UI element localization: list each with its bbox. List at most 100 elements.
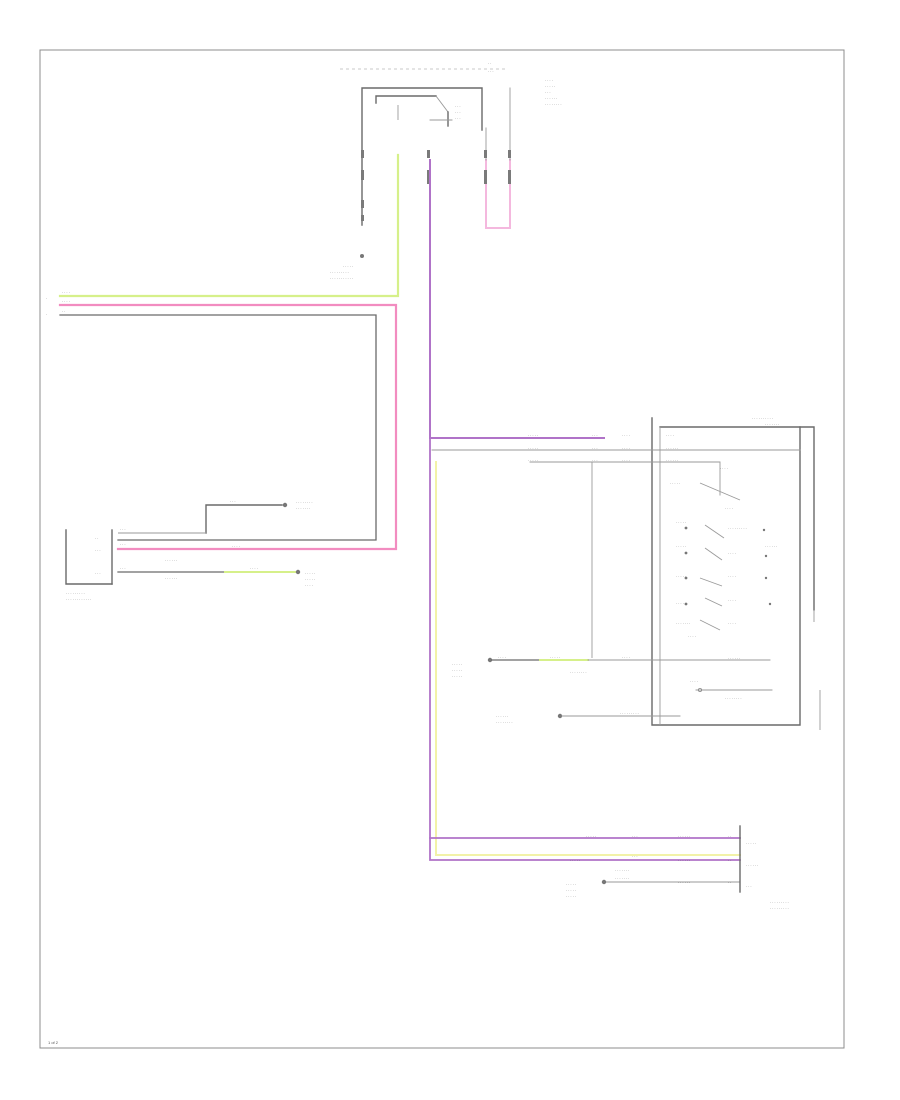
svg-text:· · · · · ·: · · · · · · bbox=[728, 657, 740, 661]
svg-text:· · · · ·: · · · · · bbox=[550, 656, 560, 660]
svg-text:· · ·: · · · bbox=[592, 434, 598, 438]
svg-text:· · ·: · · · bbox=[455, 117, 461, 121]
svg-text:· · · ·: · · · · bbox=[232, 545, 240, 549]
svg-text:· · · · · · ·: · · · · · · · bbox=[676, 622, 690, 626]
bottom-right-module: · · · · · · · · · · · · · · · · · · · · … bbox=[429, 461, 789, 911]
svg-text:· · · ·: · · · · bbox=[690, 680, 698, 684]
svg-text:· · · · ·: · · · · · bbox=[570, 859, 580, 863]
svg-text:· ·: · · bbox=[62, 310, 65, 314]
svg-text:· · ·: · · · bbox=[120, 543, 126, 547]
svg-text:· · ·: · · · bbox=[230, 500, 236, 504]
svg-text:· ·: · · bbox=[728, 881, 731, 885]
svg-text:· · · ·: · · · · bbox=[720, 467, 728, 471]
svg-text:· · · ·: · · · · bbox=[622, 434, 630, 438]
svg-text:· · · · · ·: · · · · · · bbox=[678, 835, 690, 839]
svg-text:· · · · ·: · · · · · bbox=[670, 482, 680, 486]
svg-text:· · · ·: · · · · bbox=[688, 635, 696, 639]
svg-text:· · · ·: · · · · bbox=[622, 459, 630, 463]
wire-pink bbox=[58, 303, 398, 551]
svg-text:· · · · · ·: · · · · · · bbox=[666, 459, 678, 463]
svg-text:· · · · · · ·: · · · · · · · bbox=[765, 423, 779, 427]
svg-text:· · · ·: · · · · bbox=[728, 622, 736, 626]
svg-text:· ·: · · bbox=[488, 62, 491, 66]
svg-text:· · · · · · · ·: · · · · · · · · bbox=[570, 671, 587, 675]
svg-text:· · · · · ·: · · · · · · bbox=[165, 577, 177, 581]
svg-text:· · ·: · · · bbox=[746, 885, 752, 889]
svg-text:· · ·: · · · bbox=[455, 111, 461, 115]
svg-text:· · · · · · · · · · · ·: · · · · · · · · · · · · bbox=[66, 598, 91, 602]
mid-right-grounds: · · · · · · · · · · · · · · · · · · · · … bbox=[452, 656, 681, 725]
svg-text:· · · · ·: · · · · · bbox=[528, 447, 538, 451]
svg-text:· · · · · · · · · ·: · · · · · · · · · · bbox=[752, 417, 773, 421]
svg-text:· · · · · · · · ·: · · · · · · · · · bbox=[728, 527, 747, 531]
svg-text:· · · ·: · · · · bbox=[622, 656, 630, 660]
svg-text:· · · · · · · · ·: · · · · · · · · · bbox=[330, 271, 349, 275]
svg-text:· · ·: · · · bbox=[488, 70, 494, 74]
svg-text:· · · ·: · · · · bbox=[728, 575, 736, 579]
svg-text:· · · · · ·: · · · · · · bbox=[165, 559, 177, 563]
top-switch-assembly: · · · · · · · · · · · · · · · · · · · · … bbox=[330, 62, 562, 281]
svg-text:· · · ·: · · · · bbox=[728, 552, 736, 556]
svg-text:· · · ·: · · · · bbox=[498, 656, 506, 660]
svg-text:· · · · · · · · ·: · · · · · · · · · bbox=[770, 901, 789, 905]
svg-text:· · · ·: · · · · bbox=[676, 602, 684, 606]
svg-text:· · · · ·: · · · · · bbox=[452, 669, 462, 673]
svg-text:· · ·: · · · bbox=[120, 528, 126, 532]
svg-text:· · · · · · ·: · · · · · · · bbox=[296, 507, 310, 511]
svg-text:· · · · · · · · ·: · · · · · · · · · bbox=[770, 907, 789, 911]
wire-violet bbox=[429, 159, 605, 439]
svg-text:· · · · · · · ·: · · · · · · · · bbox=[545, 103, 562, 107]
svg-text:· · · · · ·: · · · · · · bbox=[545, 97, 557, 101]
svg-text:· · · ·: · · · · bbox=[305, 584, 313, 588]
svg-text:· · · · · · ·: · · · · · · · bbox=[615, 869, 629, 873]
svg-text:· · · · · · · · ·: · · · · · · · · · bbox=[620, 712, 639, 716]
svg-text:· · · · · · · · ·: · · · · · · · · · bbox=[66, 592, 85, 596]
svg-text:· · ·: · · · bbox=[120, 567, 126, 571]
svg-text:· · · · · ·: · · · · · · bbox=[746, 864, 758, 868]
svg-text:· · · ·: · · · · bbox=[545, 79, 553, 83]
svg-text:· · · · ·: · · · · · bbox=[746, 842, 756, 846]
svg-text:· · · · ·: · · · · · bbox=[452, 663, 462, 667]
svg-text:· · ·: · · · bbox=[545, 91, 551, 95]
left-module: · · · · · · · · · · · · · · · · · · · · … bbox=[65, 500, 315, 602]
svg-text:· · ·: · · · bbox=[592, 459, 598, 463]
svg-text:· · · · · · · ·: · · · · · · · · bbox=[725, 697, 742, 701]
wire-black-loop bbox=[59, 314, 377, 541]
page-frame bbox=[39, 49, 845, 1049]
svg-text:· · · · · · ·: · · · · · · · bbox=[615, 877, 629, 881]
svg-text:· · ·: · · · bbox=[632, 855, 638, 859]
svg-text:· · · · · ·: · · · · · · bbox=[678, 859, 690, 863]
svg-text:· · · · ·: · · · · · bbox=[528, 459, 538, 463]
svg-text:· · · · ·: · · · · · bbox=[676, 545, 686, 549]
svg-text:· · · · ·: · · · · · bbox=[676, 575, 686, 579]
svg-text:· · ·: · · · bbox=[455, 105, 461, 109]
svg-text:· · ·: · · · bbox=[632, 835, 638, 839]
svg-text:· · · ·: · · · · bbox=[622, 447, 630, 451]
svg-text:· · · ·: · · · · bbox=[725, 507, 733, 511]
svg-text:· ·: · · bbox=[728, 835, 731, 839]
svg-text:· · · · ·: · · · · · bbox=[305, 578, 315, 582]
svg-text:· · · · ·: · · · · · bbox=[566, 883, 576, 887]
svg-text:· · · ·: · · · · bbox=[62, 291, 70, 295]
svg-text:· · · · ·: · · · · · bbox=[305, 572, 315, 576]
svg-text:· · · · ·: · · · · · bbox=[586, 835, 596, 839]
svg-text:· · · · · ·: · · · · · · bbox=[666, 447, 678, 451]
svg-text:· · · · · ·: · · · · · · bbox=[678, 881, 690, 885]
svg-text:· · · · ·: · · · · · bbox=[566, 889, 576, 893]
svg-text:· · · ·: · · · · bbox=[62, 300, 70, 304]
svg-text:· · ·: · · · bbox=[95, 549, 101, 553]
svg-text:· · · · · · · ·: · · · · · · · · bbox=[296, 501, 313, 505]
svg-text:· · · · · ·: · · · · · · bbox=[765, 545, 777, 549]
svg-text:· · ·: · · · bbox=[592, 447, 598, 451]
wire-yellow-green bbox=[58, 153, 400, 298]
svg-text:· · · · ·: · · · · · bbox=[545, 85, 555, 89]
svg-text:· · · · ·: · · · · · bbox=[528, 434, 538, 438]
svg-text:· · · · ·: · · · · · bbox=[676, 521, 686, 525]
svg-text:· ·: · · bbox=[728, 859, 731, 863]
svg-text:· · · ·: · · · · bbox=[250, 567, 258, 571]
page-label: 1 of 2 bbox=[48, 1040, 59, 1045]
svg-text:· · · · · · · ·: · · · · · · · · bbox=[496, 721, 513, 725]
svg-text:·: · bbox=[46, 313, 47, 317]
svg-text:· · · · ·: · · · · · bbox=[566, 895, 576, 899]
